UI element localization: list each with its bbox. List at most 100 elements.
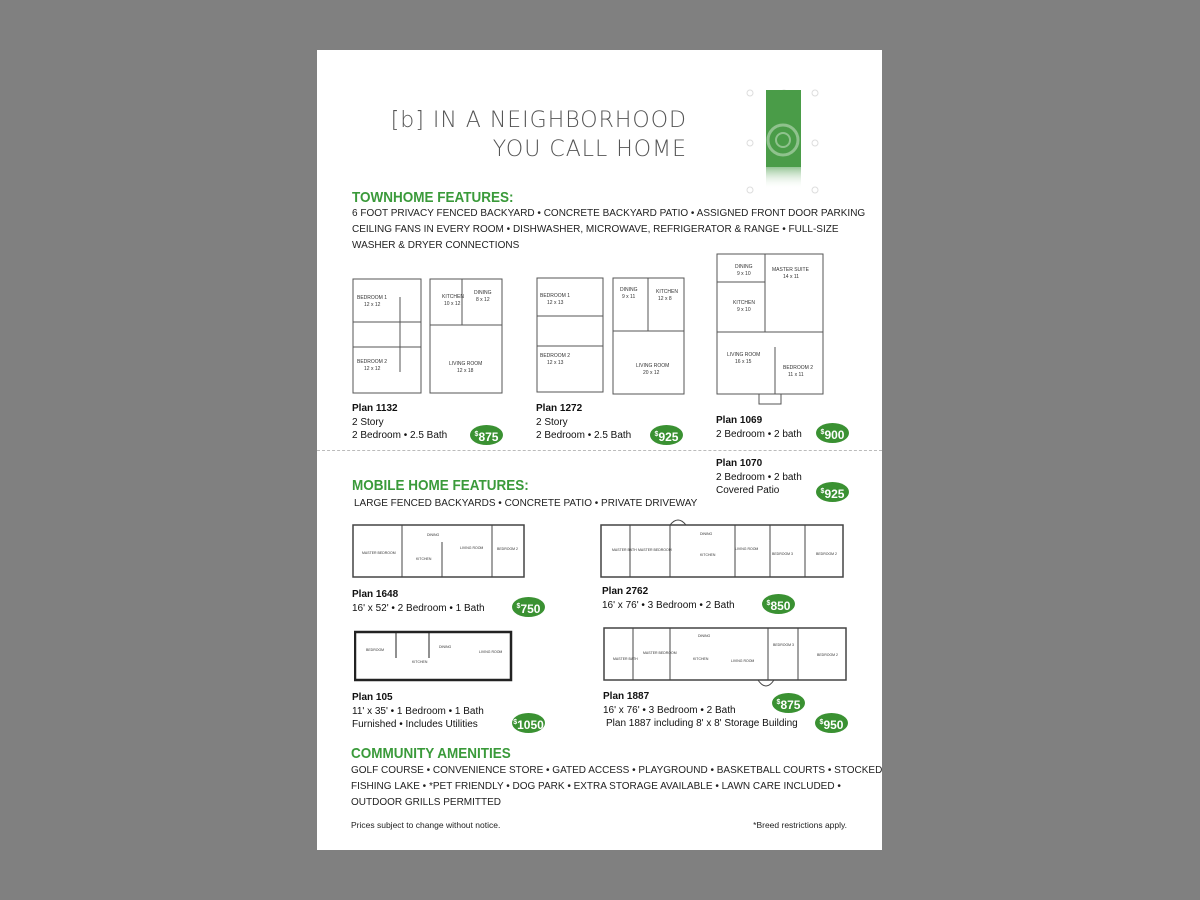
room-label: BEDROOM 2 [816, 552, 837, 556]
room-size: 12 x 13 [547, 300, 564, 306]
price-badge: $750 [512, 597, 545, 617]
price-badge: $875 [772, 693, 805, 713]
room-label: DINING [735, 264, 753, 270]
room-label: LIVING ROOM [449, 361, 482, 367]
room-label: DINING [474, 290, 492, 296]
feature-line: WASHER & DRYER CONNECTIONS [352, 240, 520, 251]
room-label: MASTER BATH [613, 657, 638, 661]
plan-name: Plan 1648 [352, 589, 399, 600]
room-label: LIVING ROOM [731, 659, 754, 663]
page-title-line1: [b] IN A NEIGHBORHOOD [390, 108, 687, 133]
green-door-logo [746, 89, 819, 194]
room-size: 9 x 11 [622, 294, 635, 300]
room-size: 16 x 15 [735, 359, 752, 365]
room-label: KITCHEN [416, 557, 432, 561]
price-badge: $925 [650, 425, 683, 445]
plan-detail: 11' x 35' • 1 Bedroom • 1 Bath [352, 705, 484, 717]
floorplan-1132: BEDROOM 112 x 12 BEDROOM 212 x 12 KITCHE… [352, 278, 503, 394]
townhome-features: 6 FOOT PRIVACY FENCED BACKYARD • CONCRET… [352, 206, 865, 254]
room-label: MASTER BEDROOM [638, 548, 672, 552]
mobile-heading: MOBILE HOME FEATURES: [352, 477, 529, 494]
floorplan-1272: BEDROOM 112 x 13 BEDROOM 212 x 13 DINING… [536, 277, 685, 395]
plan-detail: 2 Story [536, 416, 568, 428]
section-divider [317, 450, 882, 451]
room-size: 12 x 8 [658, 296, 672, 302]
room-label: MASTER BEDROOM [643, 651, 677, 655]
room-label: MASTER BEDROOM [362, 551, 396, 555]
room-label: DINING [427, 533, 440, 537]
room-label: BEDROOM 1 [357, 295, 387, 301]
room-label: BEDROOM 1 [540, 293, 570, 299]
room-label: MASTER BATH [612, 548, 637, 552]
room-label: KITCHEN [656, 289, 678, 295]
room-label: BEDROOM 2 [783, 365, 813, 371]
room-label: KITCHEN [693, 657, 709, 661]
plan-1272-info: Plan 1272 2 Story 2 Bedroom • 2.5 Bath [536, 402, 631, 443]
plan-1070-info: Plan 1070 2 Bedroom • 2 bath Covered Pat… [716, 457, 802, 498]
price-badge: $1050 [512, 713, 545, 733]
price-disclaimer: Prices subject to change without notice. [351, 820, 501, 830]
floorplan-1648: MASTER BEDROOM KITCHEN DINING LIVING ROO… [352, 524, 525, 578]
room-size: 20 x 12 [643, 370, 660, 376]
room-label: DINING [698, 634, 711, 638]
plan-name: Plan 1069 [716, 415, 763, 426]
plan-name: Plan 1887 [603, 691, 650, 702]
room-size: 14 x 11 [783, 274, 799, 280]
room-label: LIVING ROOM [727, 352, 760, 358]
plan-detail: 2 Bedroom • 2.5 Bath [352, 430, 448, 441]
room-size: 12 x 18 [457, 368, 474, 374]
room-size: 12 x 12 [364, 302, 381, 308]
breed-disclaimer: *Breed restrictions apply. [753, 820, 847, 830]
room-label: KITCHEN [412, 660, 428, 664]
plan-name: Plan 2762 [602, 586, 649, 597]
townhome-heading: TOWNHOME FEATURES: [352, 189, 514, 206]
room-label: LIVING ROOM [460, 546, 483, 550]
room-size: 12 x 13 [547, 360, 564, 366]
plan-name: Plan 1272 [536, 403, 583, 414]
room-size: 11 x 11 [788, 372, 804, 378]
plan-name: Plan 1070 [716, 458, 763, 469]
room-label: KITCHEN [442, 294, 464, 300]
room-size: 10 x 12 [444, 301, 461, 307]
room-size: 8 x 12 [476, 297, 490, 303]
feature-line: 6 FOOT PRIVACY FENCED BACKYARD • CONCRET… [352, 208, 866, 219]
amenity-line: OUTDOOR GRILLS PERMITTED [351, 797, 502, 808]
price-badge: $925 [816, 482, 849, 502]
plan-detail: 16' x 52' • 2 Bedroom • 1 Bath [352, 602, 485, 614]
room-label: DINING [700, 532, 713, 536]
room-size: 12 x 12 [364, 366, 381, 372]
amenities-list: GOLF COURSE • CONVENIENCE STORE • GATED … [351, 763, 882, 811]
room-label: KITCHEN [733, 300, 755, 306]
plan-detail: Covered Patio [716, 485, 780, 496]
plan-detail: 2 Bedroom • 2 bath [716, 471, 802, 483]
amenity-line: FISHING LAKE • *PET FRIENDLY • DOG PARK … [351, 781, 841, 792]
room-label: LIVING ROOM [636, 363, 669, 369]
plan-detail: 16' x 76' • 3 Bedroom • 2 Bath [602, 599, 735, 611]
flyer-page: [b] IN A NEIGHBORHOOD YOU CALL HOME TOWN… [317, 50, 882, 850]
floorplan-105: BEDROOM KITCHEN DINING LIVING ROOM [354, 630, 513, 682]
room-label: LIVING ROOM [479, 650, 502, 654]
room-label: LIVING ROOM [735, 547, 758, 551]
room-label: BEDROOM 3 [772, 552, 793, 556]
room-label: BEDROOM 2 [497, 547, 518, 551]
plan-detail: Plan 1887 including 8' x 8' Storage Buil… [606, 718, 798, 729]
price-badge: $875 [470, 425, 503, 445]
amenities-heading: COMMUNITY AMENITIES [351, 745, 511, 762]
plan-name: Plan 105 [352, 692, 393, 703]
room-label: DINING [439, 645, 452, 649]
plan-105-info: Plan 105 11' x 35' • 1 Bedroom • 1 Bath … [352, 691, 484, 732]
room-label: BEDROOM 3 [773, 643, 794, 647]
plan-2762-info: Plan 2762 16' x 76' • 3 Bedroom • 2 Bath [602, 585, 735, 612]
feature-line: CEILING FANS IN EVERY ROOM • DISHWASHER,… [352, 224, 839, 235]
plan-1648-info: Plan 1648 16' x 52' • 2 Bedroom • 1 Bath [352, 588, 485, 615]
mobile-features: LARGE FENCED BACKYARDS • CONCRETE PATIO … [354, 498, 698, 509]
plan-name: Plan 1132 [352, 403, 398, 414]
price-badge: $850 [762, 594, 795, 614]
room-label: DINING [620, 287, 638, 293]
room-label: BEDROOM 2 [540, 353, 570, 359]
page-title-line2: YOU CALL HOME [492, 137, 687, 162]
plan-detail: 2 Story [352, 416, 384, 428]
amenity-line: GOLF COURSE • CONVENIENCE STORE • GATED … [351, 765, 883, 776]
plan-detail: 2 Bedroom • 2 bath [716, 428, 802, 440]
plan-detail: Furnished • Includes Utilities [352, 719, 478, 730]
